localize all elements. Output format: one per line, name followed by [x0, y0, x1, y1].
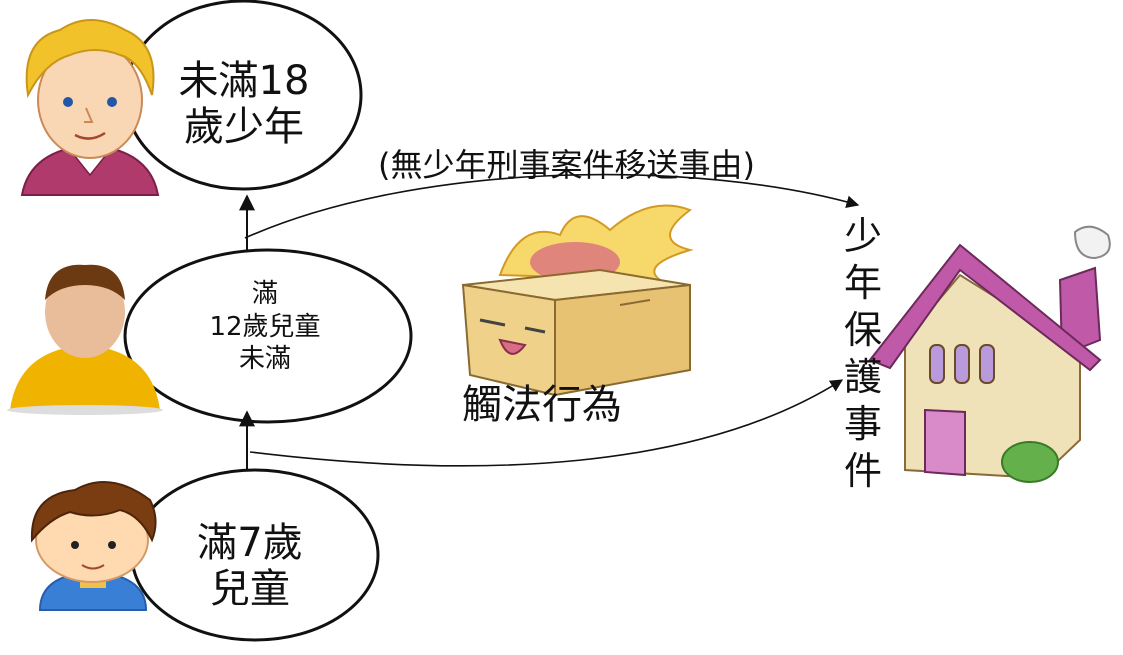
child7-avatar: [30, 481, 157, 611]
burning-box-illustration: [461, 204, 694, 397]
arrow-child7-to-target: [249, 379, 844, 467]
center-label: 觸法行為: [462, 382, 622, 428]
node-youth-line1: 未滿18: [178, 58, 310, 104]
arrow-child12-to-target: [244, 173, 860, 239]
node-child12-line2: 12歲兒童: [209, 311, 321, 342]
node-youth-line2: 歲少年: [184, 104, 304, 150]
house-illustration: [868, 225, 1111, 483]
node-child7-line1: 滿7歲: [197, 520, 303, 566]
node-child12-ellipse: [123, 248, 413, 424]
youth-avatar: [20, 19, 160, 196]
target-label: 少年保護事件: [843, 214, 882, 493]
child12-avatar: [7, 264, 163, 415]
node-child7-label: 滿7歲 兒童: [170, 520, 330, 612]
node-child12-label: 滿 12歲兒童 未滿: [190, 278, 340, 376]
node-child12-line3: 未滿: [238, 344, 291, 374]
node-youth-label: 未滿18 歲少年: [158, 58, 330, 150]
node-child7-line2: 兒童: [210, 566, 290, 612]
edge-label: (無少年刑事案件移送事由): [378, 146, 755, 184]
node-child12-line1: 滿: [251, 279, 278, 309]
